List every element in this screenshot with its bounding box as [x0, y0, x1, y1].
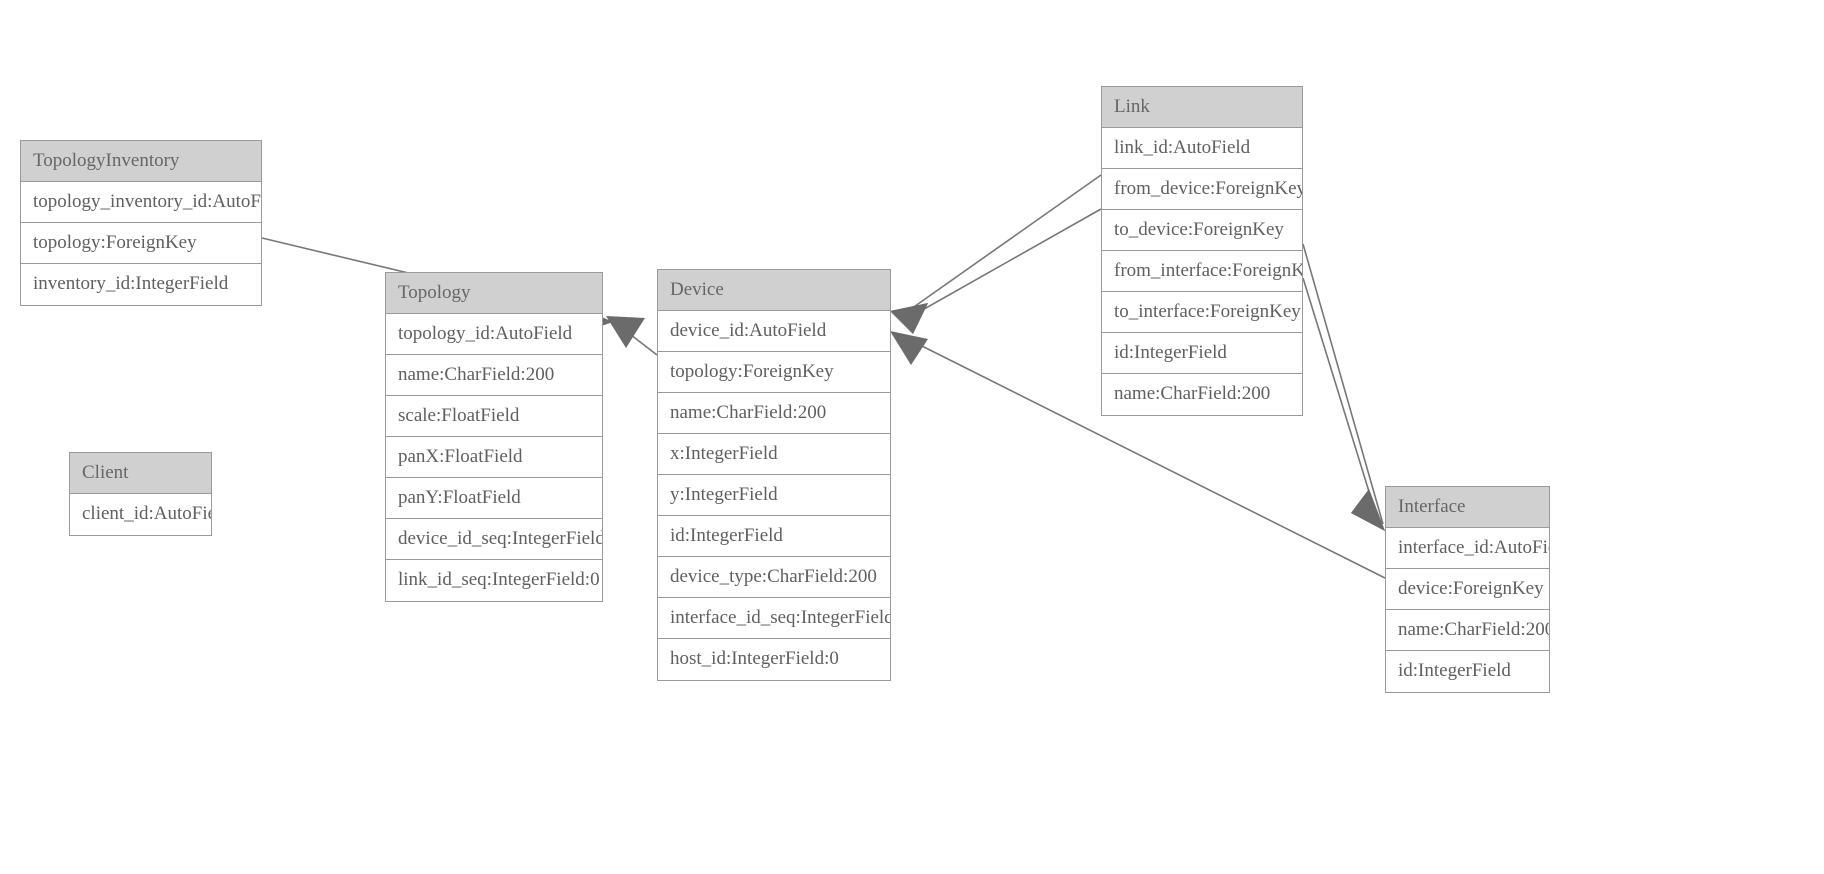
entity-field[interactable]: from_interface:ForeignKey	[1102, 251, 1302, 292]
entity-title-link: Link	[1102, 87, 1302, 128]
entity-field[interactable]: name:CharField:200	[1386, 610, 1549, 651]
entity-title-topology: Topology	[386, 273, 602, 314]
entity-field[interactable]: scale:FloatField	[386, 396, 602, 437]
relationship-link-todevice-device	[890, 208, 1102, 334]
relationship-line	[902, 208, 1102, 322]
entity-field[interactable]: id:IntegerField	[1102, 333, 1302, 374]
entity-field[interactable]: from_device:ForeignKey	[1102, 169, 1302, 210]
entity-field[interactable]: topology:ForeignKey	[658, 352, 890, 393]
entity-field[interactable]: id:IntegerField	[658, 516, 890, 557]
entity-field[interactable]: x:IntegerField	[658, 434, 890, 475]
entity-field[interactable]: topology:ForeignKey	[21, 223, 261, 264]
entity-field[interactable]: device_id:AutoField	[658, 311, 890, 352]
entity-title-topology_inventory: TopologyInventory	[21, 141, 261, 182]
arrowhead-icon	[1351, 489, 1385, 531]
entity-field[interactable]: name:CharField:200	[658, 393, 890, 434]
entity-field[interactable]: topology_id:AutoField	[386, 314, 602, 355]
relationship-line	[900, 174, 1102, 317]
arrowhead-icon	[890, 303, 928, 334]
entity-field[interactable]: link_id:AutoField	[1102, 128, 1302, 169]
entity-field[interactable]: to_interface:ForeignKey	[1102, 292, 1302, 333]
entity-title-interface: Interface	[1386, 487, 1549, 528]
relationship-line	[1302, 243, 1384, 525]
relationship-link-tointerface-interface	[1302, 277, 1385, 531]
relationship-link-frominterface-interface	[1302, 243, 1385, 531]
arrowhead-icon	[890, 331, 928, 365]
entity-field[interactable]: panY:FloatField	[386, 478, 602, 519]
arrowhead-icon	[1351, 489, 1385, 531]
entity-field[interactable]: device_type:CharField:200	[658, 557, 890, 598]
entity-field[interactable]: inventory_id:IntegerField	[21, 264, 261, 305]
relationship-line	[1302, 277, 1380, 525]
entity-field[interactable]: host_id:IntegerField:0	[658, 639, 890, 680]
entity-field[interactable]: name:CharField:200	[1102, 374, 1302, 415]
entity-field[interactable]: device_id_seq:IntegerField:0	[386, 519, 602, 560]
entity-field[interactable]: device:ForeignKey	[1386, 569, 1549, 610]
entity-title-client: Client	[70, 453, 211, 494]
relationship-device-topology	[606, 316, 658, 356]
entity-field[interactable]: link_id_seq:IntegerField:0	[386, 560, 602, 601]
entity-field[interactable]: topology_inventory_id:AutoField	[21, 182, 261, 223]
entity-interface[interactable]: Interfaceinterface_id:AutoFielddevice:Fo…	[1385, 486, 1550, 693]
entity-field[interactable]: interface_id_seq:IntegerField:0	[658, 598, 890, 639]
entity-field[interactable]: interface_id:AutoField	[1386, 528, 1549, 569]
entity-field[interactable]: id:IntegerField	[1386, 651, 1549, 692]
entity-field[interactable]: y:IntegerField	[658, 475, 890, 516]
relationship-line	[616, 323, 658, 356]
entity-field[interactable]: client_id:AutoField	[70, 494, 211, 535]
relationship-link-fromdevice-device	[890, 174, 1102, 334]
entity-title-device: Device	[658, 270, 890, 311]
entity-field[interactable]: panX:FloatField	[386, 437, 602, 478]
entity-field[interactable]: name:CharField:200	[386, 355, 602, 396]
entity-field[interactable]: to_device:ForeignKey	[1102, 210, 1302, 251]
arrowhead-icon	[606, 316, 645, 348]
arrowhead-icon	[890, 303, 928, 334]
